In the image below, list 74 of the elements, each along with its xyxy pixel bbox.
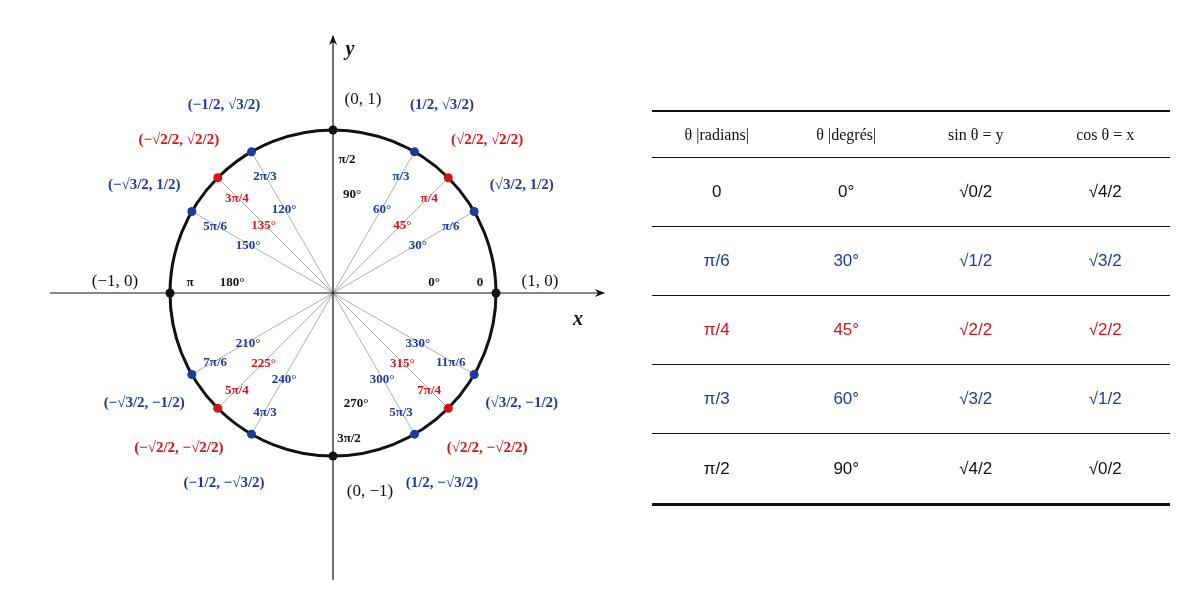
degree-label: 30°	[408, 237, 427, 251]
point-coordinates: (√2/2, −√2/2)	[446, 439, 528, 455]
table-cell-text: √0/2	[959, 181, 993, 204]
column-header: θ |degrés|	[816, 124, 877, 146]
point-coordinates: (−√2/2, −√2/2)	[134, 439, 224, 455]
radian-label: 5π/4	[224, 382, 249, 396]
table-cell-text: √2/2	[959, 319, 993, 342]
degree-label: 270°	[343, 395, 369, 409]
radian-label: 3π/4	[224, 190, 249, 204]
table-cell-text: 0°	[838, 181, 855, 204]
axis-label: x	[573, 308, 583, 328]
radian-label: 7π/6	[203, 354, 228, 368]
point-coordinates: (−1/2, √3/2)	[187, 96, 261, 112]
radian-label: 3π/2	[337, 430, 361, 444]
table-cell-text: √1/2	[959, 250, 993, 273]
point-coordinates: (−√3/2, 1/2)	[107, 176, 181, 192]
radian-label: π/4	[420, 190, 438, 204]
point-coordinates: (−√3/2, −1/2)	[103, 394, 185, 410]
point-coordinates: (0, −1)	[346, 481, 394, 499]
table-cell-text: 45°	[833, 319, 860, 342]
table-cell-text: 60°	[833, 388, 860, 411]
table-cell-text: π/6	[703, 250, 730, 273]
table-cell-text: π/4	[703, 319, 730, 342]
point-coordinates: (√3/2, 1/2)	[489, 176, 554, 192]
degree-label: 90°	[342, 186, 362, 200]
table-cell-text: √2/2	[1088, 319, 1122, 342]
axis-label: y	[345, 38, 355, 58]
radian-label: π/2	[338, 151, 356, 165]
degree-label: 60°	[372, 201, 392, 215]
radian-label: 11π/6	[436, 354, 466, 368]
table-cell-text: √3/2	[959, 388, 993, 411]
table-cell-text: √4/2	[1088, 181, 1122, 204]
degree-label: 45°	[393, 217, 412, 231]
point-coordinates: (1/2, √3/2)	[409, 96, 475, 112]
degree-label: 240°	[271, 371, 297, 385]
point-coordinates: (−1/2, −√3/2)	[183, 474, 265, 490]
degree-label: 225°	[251, 355, 277, 369]
point-coordinates: (−1, 0)	[91, 271, 139, 289]
degree-label: 330°	[405, 335, 431, 349]
column-header: cos θ = x	[1076, 124, 1135, 145]
radian-label: 2π/3	[253, 168, 277, 182]
degree-label: 180°	[219, 274, 245, 288]
radian-label: π/6	[442, 218, 460, 232]
table-cell-text: √4/2	[959, 457, 993, 480]
point-coordinates: (√2/2, √2/2)	[451, 131, 524, 147]
table-cell-text: π/3	[703, 388, 730, 411]
radian-label: 4π/3	[253, 404, 277, 418]
point-coordinates: (1, 0)	[521, 271, 559, 289]
point-coordinates: (−√2/2, √2/2)	[138, 131, 220, 147]
radian-label: π/3	[392, 168, 410, 182]
degree-label: 150°	[235, 237, 261, 251]
point-coordinates: (√3/2, −1/2)	[485, 394, 559, 410]
radian-label: 5π/6	[203, 218, 228, 232]
degree-label: 0°	[428, 274, 440, 288]
column-header: θ |radians|	[684, 124, 749, 146]
degree-label: 315°	[389, 355, 415, 369]
degree-label: 210°	[235, 335, 261, 349]
table-cell-text: 30°	[833, 250, 860, 273]
table-cell-text: π/2	[703, 457, 730, 480]
table-cell-text: √1/2	[1088, 388, 1122, 411]
degree-label: 135°	[251, 217, 277, 231]
radian-label: 5π/3	[389, 404, 413, 418]
table-cell-text: √0/2	[1088, 457, 1122, 480]
degree-label: 120°	[271, 201, 297, 215]
radian-label: 7π/4	[417, 382, 441, 396]
table-cell-text: 0	[712, 181, 722, 204]
point-coordinates: (0, 1)	[344, 89, 382, 107]
table-cell-text: 90°	[833, 457, 860, 480]
radian-label: 0	[476, 274, 484, 288]
point-coordinates: (1/2, −√3/2)	[405, 474, 479, 490]
degree-label: 300°	[369, 371, 395, 385]
radian-label: π	[186, 274, 194, 288]
column-header: sin θ = y	[948, 124, 1004, 146]
table-cell-text: √3/2	[1088, 250, 1122, 273]
